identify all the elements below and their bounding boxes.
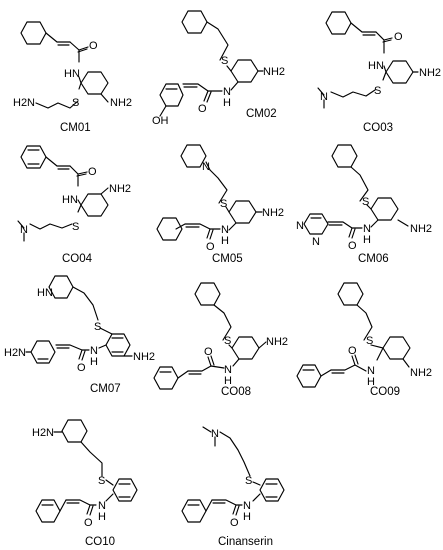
cm05-nitrogen: N <box>202 161 210 173</box>
cm02-oxygen: O <box>198 103 207 115</box>
cm06-pyrimidine-n1: N <box>296 220 304 232</box>
compound-label-co03: CO03 <box>363 122 393 134</box>
cm07-amine-right: NH2 <box>133 351 155 363</box>
structure-co04: O NH2 HN S N CO04 <box>17 145 131 265</box>
cm07-ring-nh: HN <box>37 287 53 299</box>
compound-label-co08: CO08 <box>221 386 251 398</box>
structure-co08: S NH2 O N H CO08 <box>153 282 288 398</box>
cm05-oxygen: O <box>206 241 215 253</box>
cm05-amide-h: H <box>221 235 229 247</box>
cm05-sulfur: S <box>220 198 227 210</box>
structure-cm05: N S NH2 N H O CM05 <box>156 144 284 265</box>
cm06-amide-h: H <box>363 234 371 246</box>
co10-sulfur: S <box>98 475 105 487</box>
compound-label-cm07: CM07 <box>90 383 121 395</box>
structure-co10: H2N S O N H CO10 <box>32 419 138 548</box>
cm05-amine: NH2 <box>262 207 284 219</box>
co04-amide-nh: HN <box>62 194 78 206</box>
structure-cm01: O HN S NH2 H2N CM01 <box>13 21 132 134</box>
cm06-pyrimidine-n2: N <box>312 236 320 248</box>
co09-amide-h: H <box>367 376 375 388</box>
cm07-amide-h: H <box>90 356 98 368</box>
co08-amide-n: N <box>224 364 232 376</box>
structure-co09: S O N H NH2 CO09 <box>296 282 432 398</box>
cm02-sulfur: S <box>221 55 228 67</box>
compound-label-cm02: CM02 <box>246 108 277 120</box>
cinanserin-oxygen: O <box>230 517 239 529</box>
co10-amine: H2N <box>32 427 54 439</box>
co10-oxygen: O <box>84 517 93 529</box>
co09-amide-n: N <box>367 365 375 377</box>
cm07-oxygen: O <box>77 362 86 374</box>
cm02-amine: NH2 <box>263 66 285 78</box>
co09-sulfur: S <box>366 335 373 347</box>
cm06-amide-n: N <box>363 223 371 235</box>
structure-cm06: S N H NH2 O N N CM06 <box>296 144 432 265</box>
compound-label-co10: CO10 <box>85 536 115 548</box>
cm02-amide-n: N <box>223 86 231 98</box>
co04-nitrogen: N <box>20 224 28 236</box>
co10-amide-n: N <box>98 500 106 512</box>
structure-cm02: S NH2 N H O OH CM02 <box>152 10 285 127</box>
co08-sulfur: S <box>224 335 231 347</box>
co03-amide-nh: HN <box>368 60 384 72</box>
structure-co03: O HN NH2 S N CO03 <box>317 11 441 134</box>
cm01-amine-ring: NH2 <box>110 97 132 109</box>
compound-label-co09: CO09 <box>370 386 400 398</box>
co04-oxygen: O <box>88 166 97 178</box>
co09-oxygen: O <box>348 345 357 357</box>
structure-cinanserin: N S O N H Cinanserin <box>181 426 285 548</box>
co09-amine: NH2 <box>410 367 432 379</box>
cm02-hydroxyl: OH <box>152 115 169 127</box>
cm07-amide-n: N <box>90 345 98 357</box>
compound-label-cm01: CM01 <box>60 122 91 134</box>
cm05-amide-n: N <box>221 224 229 236</box>
co03-oxygen: O <box>394 31 403 43</box>
cinanserin-amide-h: H <box>243 511 251 523</box>
structure-cm07: HN S N H NH2 H2N O CM07 <box>4 275 155 395</box>
cinanserin-amide-n: N <box>243 500 251 512</box>
cm07-amine-left: H2N <box>4 347 26 359</box>
co08-amide-h: H <box>224 375 232 387</box>
cinanserin-nitrogen: N <box>211 428 219 440</box>
co04-sulfur: S <box>72 221 79 233</box>
cm01-sulfur: S <box>72 97 79 109</box>
cm07-sulfur: S <box>94 321 101 333</box>
co03-nitrogen: N <box>320 91 328 103</box>
cm01-oxygen: O <box>89 40 98 52</box>
co10-amide-h: H <box>98 511 106 523</box>
cinanserin-sulfur: S <box>245 475 252 487</box>
cm06-oxygen: O <box>348 240 357 252</box>
co04-amine: NH2 <box>109 183 131 195</box>
cm01-amide-nh: HN <box>64 68 80 80</box>
co03-amine: NH2 <box>419 67 441 79</box>
co08-oxygen: O <box>204 346 213 358</box>
cm02-amide-h: H <box>223 97 231 109</box>
compound-label-cm05: CM05 <box>212 253 243 265</box>
compound-label-co04: CO04 <box>62 253 93 265</box>
co08-amine: NH2 <box>266 336 288 348</box>
compound-label-cm06: CM06 <box>358 253 389 265</box>
co03-sulfur: S <box>374 85 381 97</box>
compound-label-cinanserin: Cinanserin <box>218 536 273 548</box>
cm06-amine: NH2 <box>410 223 432 235</box>
cm01-amine-chain: H2N <box>13 97 35 109</box>
cm06-sulfur: S <box>362 196 369 208</box>
